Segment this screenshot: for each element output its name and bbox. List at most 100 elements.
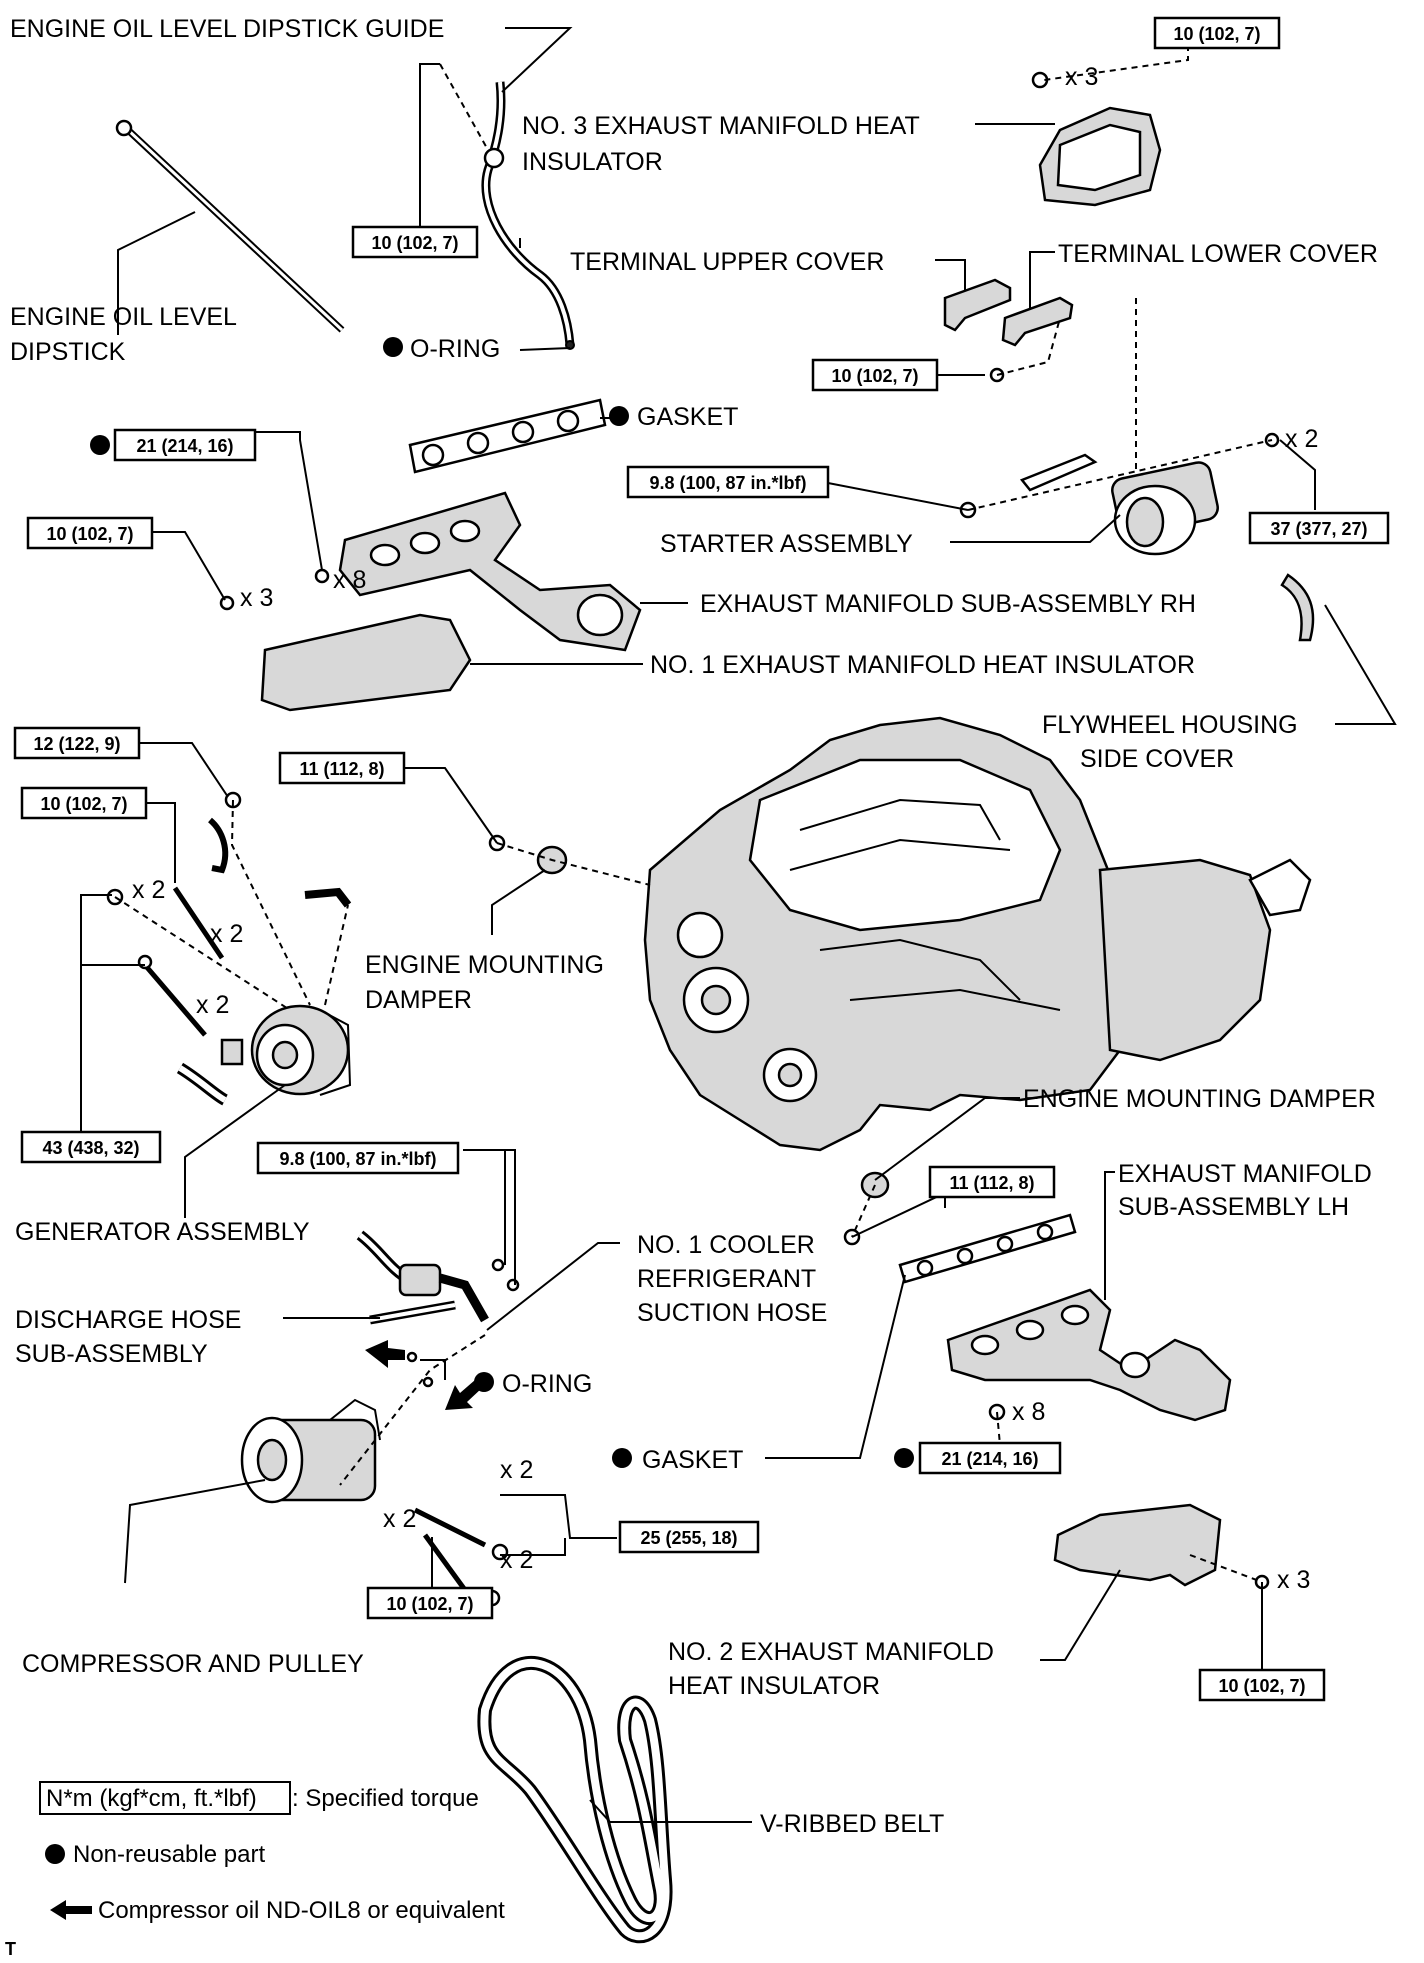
leader-lines bbox=[80, 27, 1397, 1823]
torque-box-dip-guide: 10 (102, 7) bbox=[351, 225, 479, 259]
label-suction-1: NO. 1 COOLER bbox=[637, 1231, 815, 1259]
label-gasket-lower: GASKET bbox=[642, 1446, 743, 1474]
torque-box-top-right: 10 (102, 7) bbox=[1153, 16, 1281, 50]
label-flywheel-1: FLYWHEEL HOUSING bbox=[1042, 711, 1298, 739]
svg-text:9.8 (100, 87 in.*lbf): 9.8 (100, 87 in.*lbf) bbox=[279, 1149, 436, 1169]
non-reusable-markers bbox=[90, 337, 914, 1468]
legend-nonreusable-dot-icon bbox=[45, 1844, 65, 1864]
torque-box-damper-left: 11 (112, 8) bbox=[278, 751, 406, 785]
label-compressor: COMPRESSOR AND PULLEY bbox=[22, 1650, 364, 1678]
engine-oil-dipstick bbox=[115, 119, 345, 333]
mult-gen-stud: x 2 bbox=[210, 920, 243, 948]
no3-heat-insulator bbox=[1031, 71, 1162, 207]
svg-text:25 (255, 18): 25 (255, 18) bbox=[640, 1528, 737, 1548]
label-oring-top: O-RING bbox=[410, 335, 500, 363]
nonreusable-dot-icon bbox=[90, 435, 110, 455]
engine-mounting-damper-left bbox=[488, 834, 568, 875]
svg-text:10 (102, 7): 10 (102, 7) bbox=[1218, 1676, 1305, 1696]
mult-exh-rh: x 8 bbox=[333, 566, 366, 594]
label-damper-left-1: ENGINE MOUNTING bbox=[365, 951, 604, 979]
starter-assembly bbox=[959, 432, 1280, 556]
exhaust-manifold-lh bbox=[946, 1288, 1232, 1422]
label-suction-2: REFRIGERANT bbox=[637, 1265, 816, 1293]
svg-text:10 (102, 7): 10 (102, 7) bbox=[831, 366, 918, 386]
legend-torque-box bbox=[39, 1781, 291, 1815]
label-belt: V-RIBBED BELT bbox=[760, 1810, 944, 1838]
label-no3-insulator-1: NO. 3 EXHAUST MANIFOLD HEAT bbox=[522, 112, 920, 140]
label-terminal-lower: TERMINAL LOWER COVER bbox=[1058, 240, 1378, 268]
nonreusable-dot-icon bbox=[612, 1448, 632, 1468]
torque-box-starter-nut: 9.8 (100, 87 in.*lbf) bbox=[626, 465, 830, 499]
label-no1-insulator: NO. 1 EXHAUST MANIFOLD HEAT INSULATOR bbox=[650, 651, 1195, 679]
compressor-and-pulley bbox=[240, 1398, 509, 1607]
label-exh-rh: EXHAUST MANIFOLD SUB-ASSEMBLY RH bbox=[700, 590, 1196, 618]
label-damper-right: ENGINE MOUNTING DAMPER bbox=[1023, 1085, 1376, 1113]
nonreusable-dot-icon bbox=[383, 337, 403, 357]
torque-box-gen-12: 12 (122, 9) bbox=[13, 726, 141, 760]
legend: N*m (kgf*cm, ft.*lbf) : Specified torque… bbox=[39, 1781, 505, 1924]
torque-box-exh-lh: 21 (214, 16) bbox=[918, 1441, 1062, 1475]
v-ribbed-belt bbox=[477, 1656, 673, 1944]
label-exh-lh-2: SUB-ASSEMBLY LH bbox=[1118, 1193, 1349, 1221]
multiplier-labels: x 3 x 2 x 8 x 3 x 2 x 2 x 2 x 8 x 2 x 2 … bbox=[132, 63, 1318, 1594]
nonreusable-dot-icon bbox=[894, 1448, 914, 1468]
mult-no1: x 3 bbox=[240, 584, 273, 612]
gasket-lh bbox=[898, 1213, 1077, 1284]
torque-box-term-lower: 10 (102, 7) bbox=[811, 358, 939, 392]
label-starter: STARTER ASSEMBLY bbox=[660, 530, 913, 558]
torque-boxes: 10 (102, 7) 10 (102, 7) 10 (102, 7) 21 (… bbox=[13, 16, 1390, 1702]
label-dipstick-2: DIPSTICK bbox=[10, 338, 126, 366]
svg-text:11 (112, 8): 11 (112, 8) bbox=[299, 759, 384, 779]
label-no2-insulator-2: HEAT INSULATOR bbox=[668, 1672, 880, 1700]
torque-box-comp-10: 10 (102, 7) bbox=[366, 1586, 494, 1620]
engine-mounting-damper-right bbox=[843, 1171, 890, 1246]
label-oring-mid: O-RING bbox=[502, 1370, 592, 1398]
svg-text:12 (122, 9): 12 (122, 9) bbox=[33, 734, 120, 754]
label-no3-insulator-2: INSULATOR bbox=[522, 148, 663, 176]
mult-comp-nut: x 2 bbox=[500, 1546, 533, 1574]
label-generator: GENERATOR ASSEMBLY bbox=[15, 1218, 310, 1246]
legend-nonreusable-text: Non-reusable part bbox=[73, 1841, 265, 1868]
label-terminal-upper: TERMINAL UPPER COVER bbox=[570, 248, 884, 276]
svg-text:10 (102, 7): 10 (102, 7) bbox=[371, 233, 458, 253]
no2-heat-insulator bbox=[1053, 1503, 1270, 1590]
svg-text:10 (102, 7): 10 (102, 7) bbox=[46, 524, 133, 544]
refrigerant-hoses bbox=[356, 1230, 520, 1325]
flywheel-side-cover bbox=[1280, 573, 1315, 642]
label-gasket-top: GASKET bbox=[637, 403, 738, 431]
label-exh-lh-1: EXHAUST MANIFOLD bbox=[1118, 1160, 1372, 1188]
legend-torque-box-text: N*m (kgf*cm, ft.*lbf) bbox=[46, 1785, 257, 1812]
svg-text:9.8 (100, 87 in.*lbf): 9.8 (100, 87 in.*lbf) bbox=[649, 473, 806, 493]
mult-gen-nut: x 2 bbox=[132, 876, 165, 904]
mult-comp-stud: x 2 bbox=[383, 1505, 416, 1533]
torque-box-gen-10: 10 (102, 7) bbox=[20, 786, 148, 820]
engine-assembly bbox=[643, 716, 1312, 1152]
svg-text:10 (102, 7): 10 (102, 7) bbox=[40, 794, 127, 814]
label-corner-mark: T bbox=[5, 1939, 16, 1959]
legend-oil-arrow-icon bbox=[50, 1900, 92, 1920]
mult-exh-lh: x 8 bbox=[1012, 1398, 1045, 1426]
mult-gen-bolt: x 2 bbox=[196, 991, 229, 1019]
torque-box-starter-bolt: 37 (377, 27) bbox=[1248, 511, 1390, 545]
label-discharge-1: DISCHARGE HOSE bbox=[15, 1306, 241, 1334]
part-labels: ENGINE OIL LEVEL DIPSTICK GUIDE NO. 3 EX… bbox=[5, 15, 1378, 1959]
label-damper-left-2: DAMPER bbox=[365, 986, 472, 1014]
gasket-rh bbox=[408, 398, 607, 474]
nonreusable-dot-icon bbox=[474, 1372, 494, 1392]
svg-text:21 (214, 16): 21 (214, 16) bbox=[136, 436, 233, 456]
legend-torque-text: : Specified torque bbox=[292, 1785, 479, 1812]
label-suction-3: SUCTION HOSE bbox=[637, 1299, 827, 1327]
nonreusable-dot-icon bbox=[609, 406, 629, 426]
oil-arrow-icon-1 bbox=[365, 1340, 405, 1368]
svg-text:11 (112, 8): 11 (112, 8) bbox=[949, 1173, 1034, 1193]
torque-box-hose: 9.8 (100, 87 in.*lbf) bbox=[256, 1141, 460, 1175]
svg-text:10 (102, 7): 10 (102, 7) bbox=[1173, 24, 1260, 44]
svg-text:37 (377, 27): 37 (377, 27) bbox=[1270, 519, 1367, 539]
no1-heat-insulator bbox=[219, 595, 472, 712]
legend-compressor-oil-text: Compressor oil ND-OIL8 or equivalent bbox=[98, 1897, 505, 1924]
mult-comp-bolt: x 2 bbox=[500, 1456, 533, 1484]
torque-box-gen-43: 43 (438, 32) bbox=[20, 1130, 162, 1164]
label-flywheel-2: SIDE COVER bbox=[1080, 745, 1234, 773]
